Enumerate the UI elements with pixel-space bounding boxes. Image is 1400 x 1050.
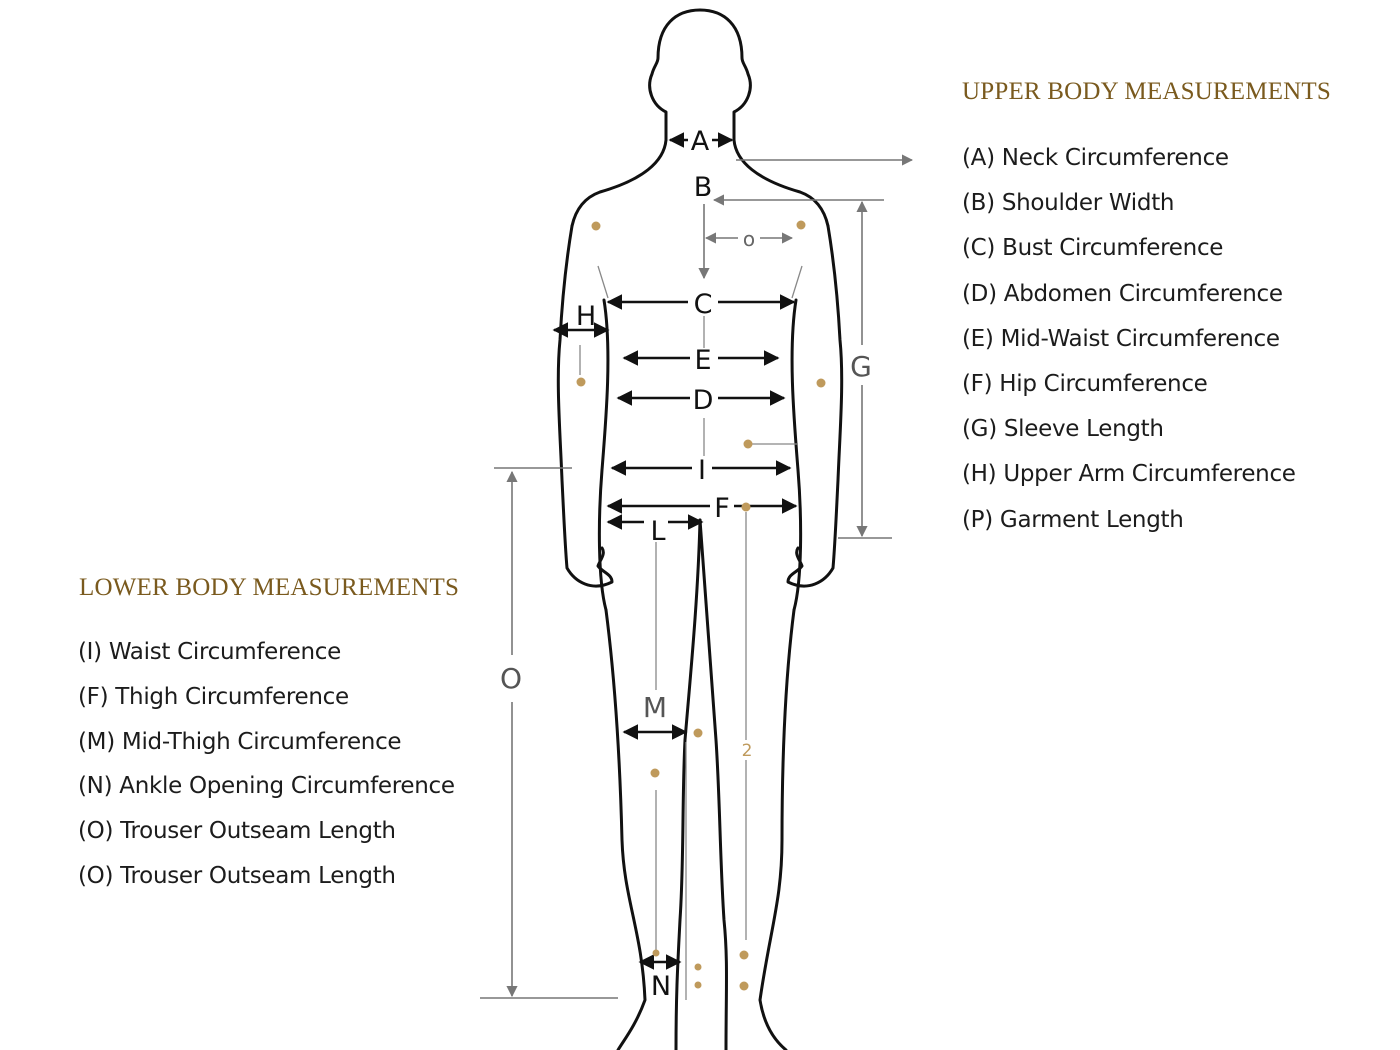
list-item-waist: (I) Waist Circumference [78, 639, 341, 665]
label-f: F [714, 493, 730, 524]
label-i: I [698, 455, 706, 486]
left-torso [597, 298, 610, 612]
list-item-mid-thigh: (M) Mid-Thigh Circumference [78, 728, 402, 755]
right-leg-inner [698, 518, 728, 1050]
list-item-garment-length: (P) Garment Length [962, 506, 1184, 533]
list-item-hip: (F) Hip Circumference [962, 370, 1208, 397]
list-item-thigh: (F) Thigh Circumference [78, 683, 349, 710]
label-c: C [694, 289, 713, 320]
list-item-mid-waist: (E) Mid-Waist Circumference [962, 325, 1280, 352]
list-item-abdomen: (D) Abdomen Circumference [962, 280, 1283, 307]
list-item-outseam: (O) Trouser Outseam Length [78, 818, 396, 845]
label-g: G [850, 350, 872, 383]
upper-body-title: UPPER BODY MEASUREMENTS [962, 78, 1332, 105]
label-b: B [694, 172, 713, 203]
list-item-outseam-repeat: (O) Trouser Outseam Length [78, 862, 396, 889]
label-h: H [576, 301, 596, 332]
label-m: M [643, 691, 667, 724]
right-shoulder [732, 138, 830, 228]
left-arm [556, 224, 614, 588]
label-two: 2 [742, 741, 753, 761]
right-leg-outer [758, 608, 796, 1050]
left-leg-outer [604, 608, 647, 1050]
label-l: L [650, 516, 665, 547]
body-outline [556, 8, 844, 1050]
left-leg-inner [674, 518, 702, 1050]
label-o-small: o [743, 227, 755, 251]
label-a: A [691, 126, 710, 157]
right-arm [786, 224, 844, 588]
label-e: E [694, 345, 711, 376]
list-item-sleeve: (G) Sleeve Length [962, 416, 1164, 443]
list-item-neck: (A) Neck Circumference [962, 145, 1229, 171]
lower-measurement-list: (I) Waist Circumference (F) Thigh Circum… [78, 636, 455, 905]
left-shoulder [570, 138, 668, 228]
list-item-shoulder: (B) Shoulder Width [962, 190, 1175, 217]
upper-measurement-list: (A) Neck Circumference (B) Shoulder Widt… [962, 142, 1296, 549]
list-item-bust: (C) Bust Circumference [962, 235, 1224, 262]
lower-body-title: LOWER BODY MEASUREMENTS [79, 574, 460, 601]
label-d: D [693, 385, 714, 416]
label-o: O [500, 662, 522, 695]
list-item-ankle-opening: (N) Ankle Opening Circumference [78, 773, 455, 800]
right-torso [790, 298, 803, 612]
label-n: N [651, 971, 671, 1002]
head-outline [648, 8, 752, 142]
list-item-upper-arm: (H) Upper Arm Circumference [962, 461, 1296, 488]
